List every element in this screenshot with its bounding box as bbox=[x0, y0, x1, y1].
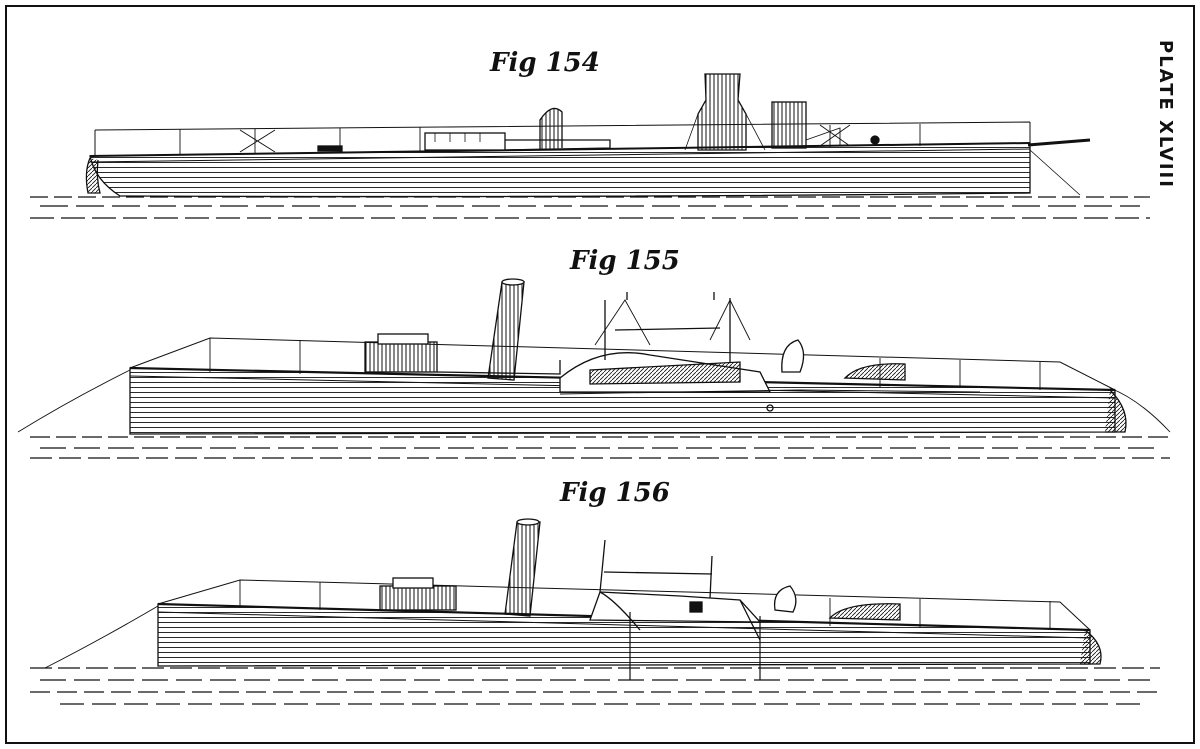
funnel-154 bbox=[697, 73, 747, 151]
water-lines-156 bbox=[30, 667, 1160, 705]
plate-border bbox=[5, 5, 1195, 744]
stack-154 bbox=[771, 101, 807, 149]
figure-155-label: Fig 155 bbox=[570, 246, 680, 276]
figure-154-label: Fig 154 bbox=[490, 48, 600, 78]
hull-154 bbox=[89, 142, 1031, 198]
ship-fig-156 bbox=[30, 518, 1160, 705]
water-lines-154 bbox=[30, 196, 1150, 219]
funnel-155 bbox=[487, 281, 525, 381]
ship-fig-155 bbox=[17, 278, 1171, 459]
figure-156-label: Fig 156 bbox=[560, 478, 670, 508]
plate-title: PLATE XLVIII bbox=[1155, 40, 1176, 189]
funnel-156 bbox=[504, 521, 541, 617]
ship-fig-154 bbox=[30, 73, 1150, 219]
water-lines-155 bbox=[30, 436, 1170, 459]
